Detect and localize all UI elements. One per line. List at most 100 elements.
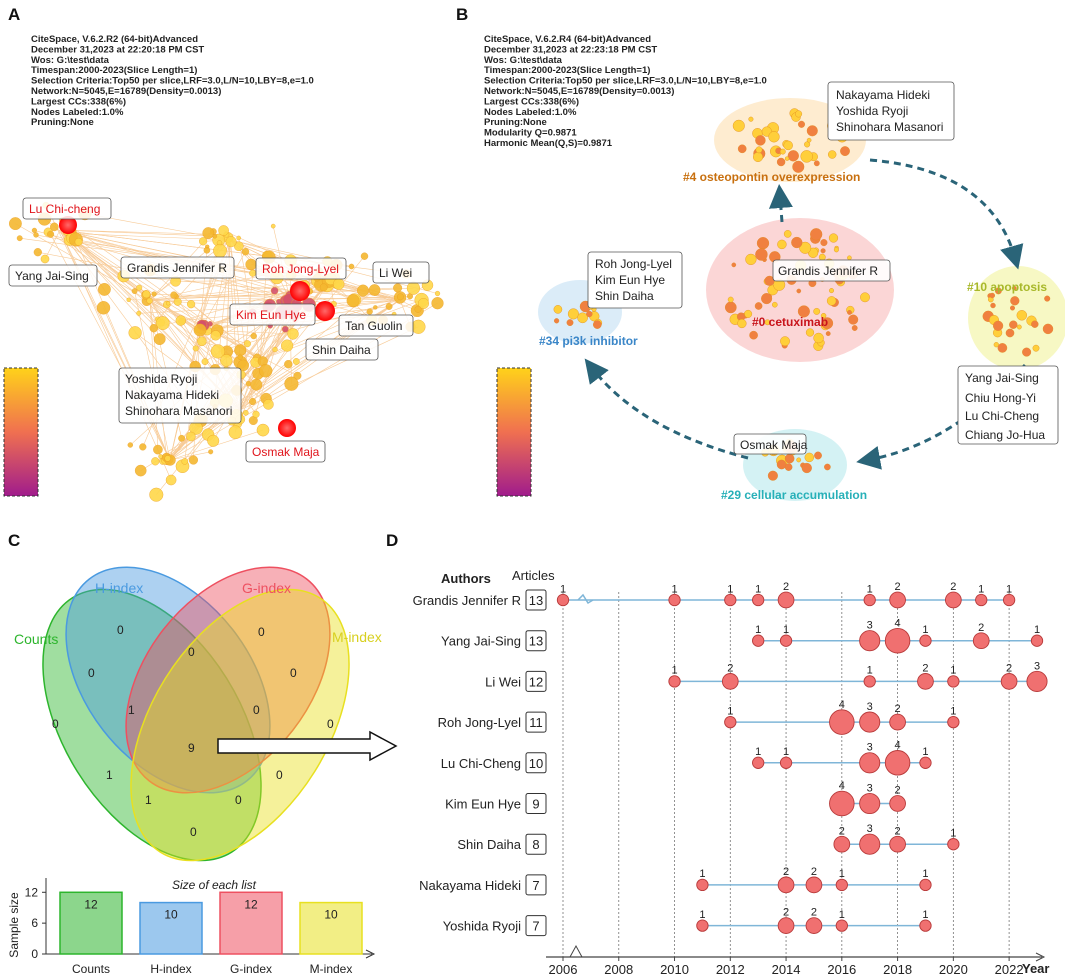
svg-text:Kim Eun Hye: Kim Eun Hye [236,308,306,322]
venn-region-h-only: 0 [117,623,124,637]
meta-b-line-9: Modularity Q=0.9871 [484,128,577,139]
node-a [256,423,270,437]
cluster-node [820,313,827,319]
cluster-node [566,319,574,326]
svg-text:Li Wei: Li Wei [379,266,412,280]
node-a [242,409,249,416]
node-a [272,346,278,353]
cluster-node [1042,323,1054,335]
author-name-2: Li Wei [485,674,521,689]
cluster-node [829,288,835,294]
box-b0-authors: Grandis Jennifer R [772,259,891,282]
svg-text:Yang Jai-Sing: Yang Jai-Sing [965,371,1039,385]
cluster-node [798,120,806,128]
pub-count-0-2013: 1 [755,583,761,595]
cluster-node [1031,320,1039,328]
pub-count-0-2021: 1 [978,583,984,595]
node-a [213,243,227,258]
node-a [252,410,260,418]
label-li-wei: Li Wei [372,261,430,284]
panel-letter-b: B [456,5,468,24]
meta-a-line-1: December 31,2023 at 22:20:18 PM CST [31,44,204,55]
venn-region-c-g-m: 1 [145,793,152,807]
pub-point-1-2019 [919,634,932,647]
pub-point-0-2014 [777,591,795,609]
pub-count-5-2017: 3 [867,782,873,794]
pub-count-3-2017: 3 [867,701,873,713]
meta-b-line-7: Nodes Labeled:1.0% [484,107,577,118]
node-a [173,297,182,306]
bar-value-hindex: 10 [164,908,178,922]
cluster-node [737,318,747,329]
node-a [181,458,189,465]
pub-count-6-2016: 2 [839,825,845,837]
article-count-box-3 [525,711,547,733]
node-a [292,358,300,365]
node-a [293,371,302,380]
cluster-node [1044,295,1051,302]
pub-point-8-2011 [696,919,709,932]
pub-point-3-2012 [724,715,737,729]
cluster-node [553,305,563,314]
venn-region-all: 9 [188,741,195,755]
meta-a-line-7: Nodes Labeled:1.0% [31,107,124,118]
pub-point-4-2013 [752,756,765,769]
pub-count-1-2013: 1 [755,624,761,636]
venn-region-c-h: 0 [88,666,95,680]
pub-point-0-2012 [724,593,737,607]
pub-point-7-2019 [919,878,932,892]
cluster-node [847,255,852,261]
pub-point-8-2014 [777,917,795,934]
venn-region-c-h-m: 0 [235,793,242,807]
meta-a-line-4: Selection Criteria:Top50 per slice,LRF=3… [31,76,314,87]
panel-b: B CiteSpace, V.6.2.R4 (64-bit)AdvancedDe… [456,5,1065,502]
svg-text:Shinohara Masanori: Shinohara Masanori [836,120,943,134]
x-tick-label-2006: 2006 [549,962,578,977]
node-a [319,283,328,292]
cluster-node [804,141,811,148]
article-count-box-6 [525,833,547,855]
bar-y-tick-label: 12 [25,885,39,899]
article-count-6: 8 [532,837,539,852]
svg-text:Grandis Jennifer R: Grandis Jennifer R [127,261,227,275]
pub-point-0-2017 [863,593,876,607]
highlight-node [278,419,296,437]
cluster-node [586,310,593,318]
node-a [47,230,55,238]
x-tick-label-2020: 2020 [939,962,968,977]
meta-a-line-3: Timespan:2000-2023(Slice Length=1) [31,65,197,76]
svg-text:Tan Guolin: Tan Guolin [345,319,402,333]
venn-region-c-h-g: 1 [128,703,135,717]
cluster-label-34: #34 pi3k inhibitor [539,334,638,348]
cluster-node [824,463,831,471]
author-name-6: Shin Daiha [457,837,521,852]
pub-count-7-2015: 2 [811,866,817,878]
pub-point-4-2018 [884,750,911,776]
svg-text:Yoshida Ryoji: Yoshida Ryoji [836,104,908,118]
cluster-node [1022,347,1032,357]
node-a [346,294,360,308]
pub-count-0-2014: 2 [783,581,789,593]
venn-label-gindex: G-index [242,580,291,596]
pub-count-0-2022: 1 [1006,583,1012,595]
node-a [153,333,166,345]
arrow-c4-to-c10 [869,158,1024,270]
svg-text:Lu Chi-cheng: Lu Chi-cheng [29,202,100,216]
article-count-2: 12 [529,674,543,689]
pub-count-6-2018: 2 [895,825,901,837]
cluster-node [813,332,824,344]
node-a [281,339,294,352]
bar-value-mindex: 10 [324,908,338,922]
label-shin-daiha: Shin Daiha [305,338,379,361]
venn-diagram: Counts H-index G-index M-index 0 0 0 0 0… [14,566,382,862]
timeline-year-label: Year [1022,961,1049,976]
pub-count-7-2016: 1 [839,868,845,880]
edge-a [44,218,151,301]
node-a [393,283,403,293]
article-count-8: 7 [532,919,539,934]
cluster-node [577,312,588,324]
cluster-node [1009,320,1018,329]
node-a [149,487,164,502]
panel-letter-a: A [8,5,20,24]
bar-hindex [139,901,203,955]
